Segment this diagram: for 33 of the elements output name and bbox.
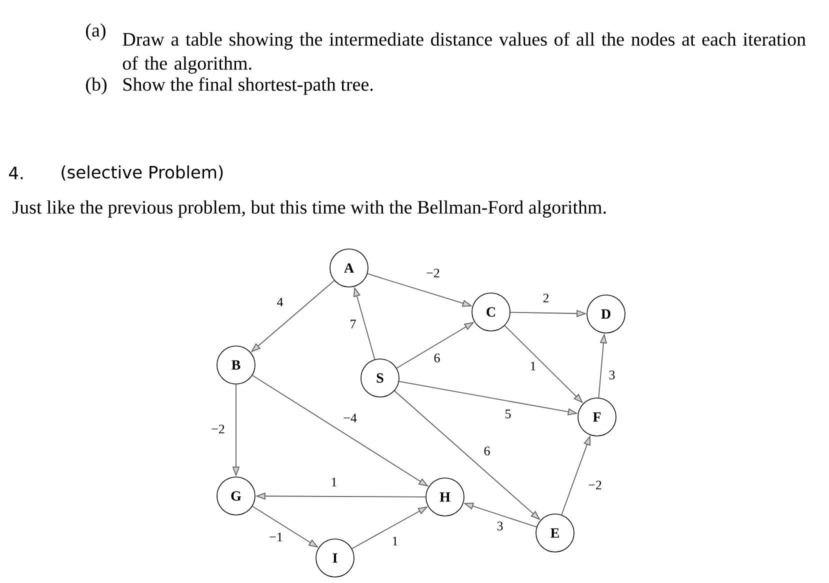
edge-label: 3 — [496, 520, 504, 532]
graph-node: I — [316, 538, 354, 578]
edge-label: 6 — [482, 446, 492, 456]
edge-label: 6 — [432, 352, 442, 364]
graph-node: F — [578, 398, 616, 436]
edge-label: 4 — [276, 296, 284, 308]
edge-label: 1 — [330, 476, 338, 488]
problem-heading: (selective Problem) — [62, 165, 223, 181]
graph-node: E — [536, 514, 574, 552]
graph-node: D — [586, 294, 626, 334]
item-number: 4. — [9, 166, 23, 180]
question-text: Show the final shortest-path tree. — [123, 77, 373, 95]
edge-label: 2 — [542, 292, 550, 304]
graph-node: G — [216, 476, 256, 516]
edge-label: −4 — [342, 412, 358, 424]
graph-node: C — [472, 292, 510, 332]
edge-label: 7 — [348, 318, 358, 330]
edge-label: −2 — [210, 424, 226, 434]
graph-node: A — [330, 248, 368, 288]
edge-label: 5 — [504, 408, 512, 420]
edge-label: −2 — [425, 268, 441, 278]
edge-label: −1 — [268, 532, 284, 542]
question-text: Draw a table showing the intermediate distance values of all the nodes at each iteration of the algorithm. — [122, 32, 806, 74]
item-number: (a) — [86, 23, 106, 41]
graph-node: H — [426, 478, 464, 516]
item-number: (b) — [86, 77, 107, 95]
edge-label: 3 — [608, 370, 616, 380]
graph-node: S — [360, 358, 400, 398]
edge-label: −2 — [587, 480, 603, 490]
edge-label: 1 — [528, 360, 538, 372]
edge-label: 1 — [390, 536, 400, 546]
graph-node: B — [216, 346, 256, 384]
question-text: Just like the previous problem, but this time with the Bellman-Ford algorithm. — [12, 200, 606, 218]
